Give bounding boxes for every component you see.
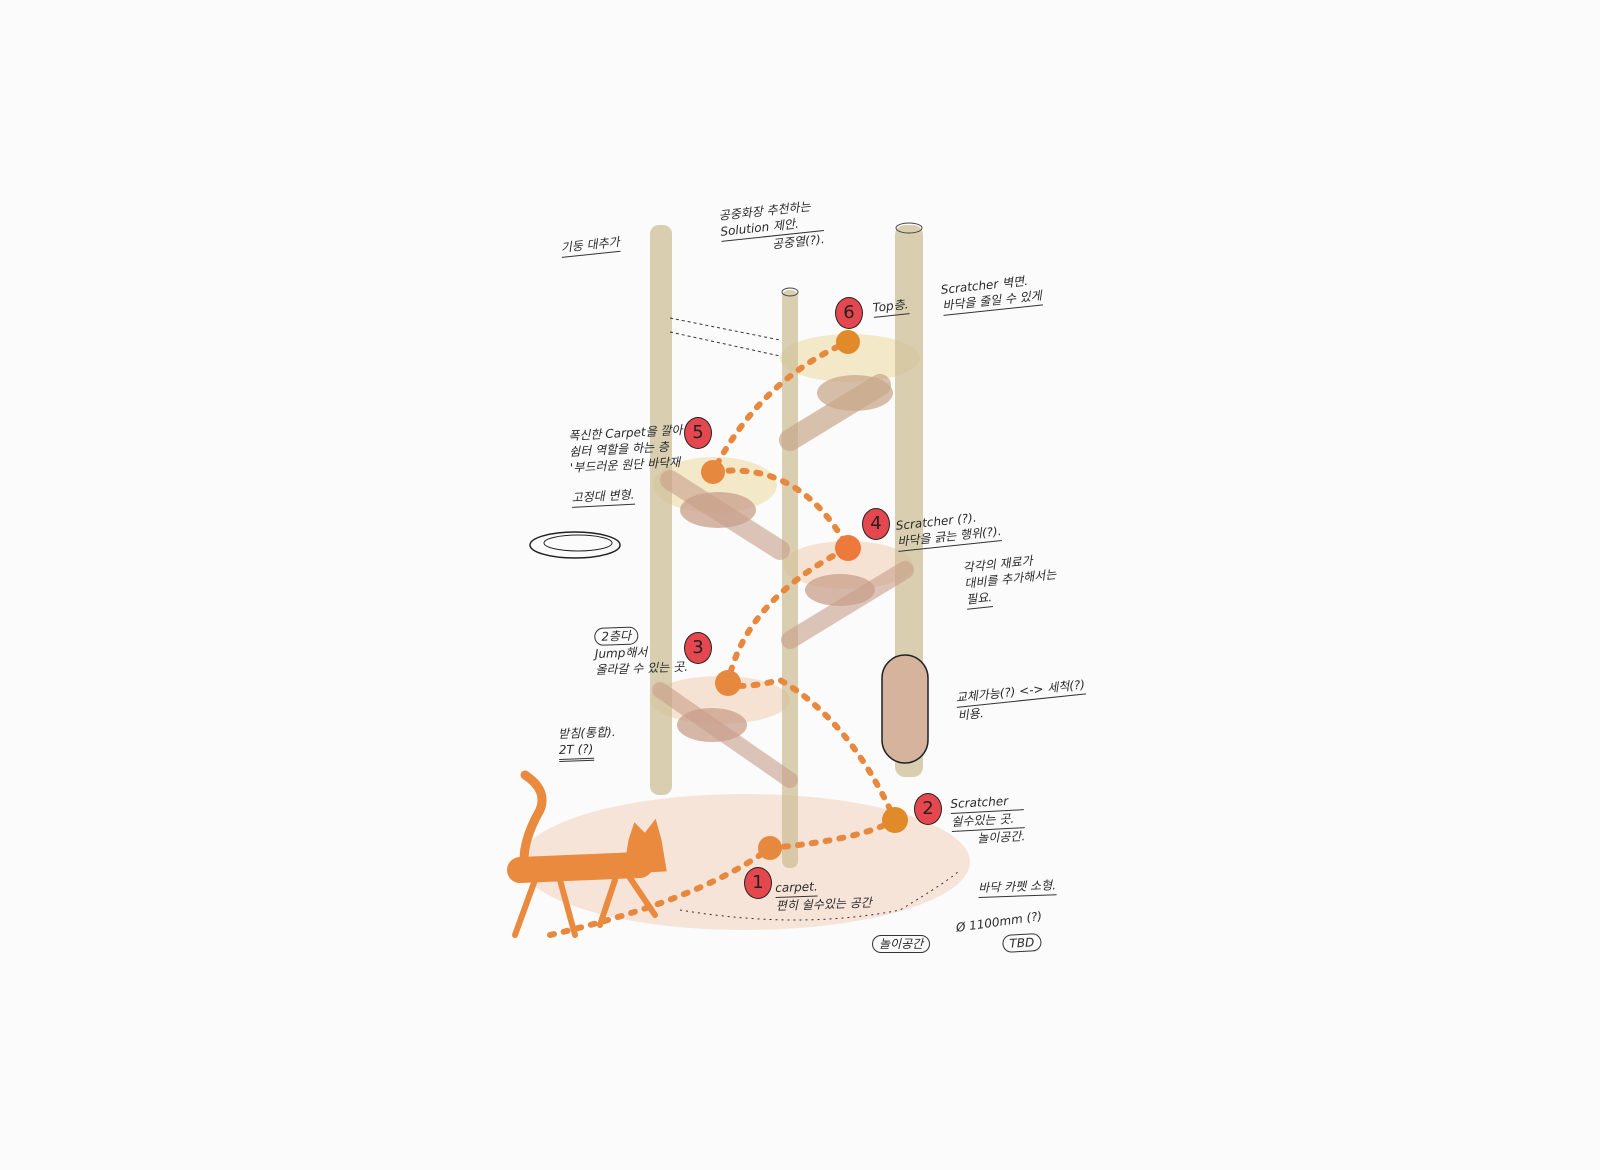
note-top-center: 공중화장 추천하는 Solution 제안. 공중열(?). — [718, 197, 825, 257]
brace-5 — [660, 470, 790, 560]
path-stop-4 — [835, 535, 861, 561]
note-material: 각각의 재료가 대비를 추가해서는 필요. — [962, 550, 1059, 610]
post-right — [895, 225, 923, 777]
path-stop-1 — [758, 836, 782, 860]
ring-sketch — [529, 531, 621, 559]
cat-icon — [507, 770, 667, 938]
path-stop-2 — [882, 807, 908, 833]
dotted-base-outline — [679, 869, 961, 921]
ring-sketch-inner — [543, 534, 613, 552]
note-line: 필요. — [965, 589, 993, 610]
brace-4 — [781, 561, 914, 649]
note-marker-3: 2층다 Jump해서 올라갈 수 있는 곳. — [594, 625, 688, 678]
marker-3: 3 — [684, 632, 712, 664]
note-tbd: TBD — [1002, 932, 1042, 953]
note-marker-5: 폭신한 Carpet을 깔아 쉼터 역할을 하는 층 '부드러운 원단 바닥재 … — [568, 422, 686, 508]
path-stop-3 — [715, 670, 741, 696]
post-left — [650, 225, 672, 795]
path-stop-6 — [836, 330, 860, 354]
note-line: 편히 쉴수있는 공간 — [775, 895, 873, 913]
marker-2: 2 — [914, 793, 942, 825]
note-play-space: 놀이공간 — [872, 935, 931, 953]
note-line: 올라갈 수 있는 곳. — [595, 659, 689, 677]
platform-top-halo — [780, 334, 920, 382]
note-marker-1: carpet. 편히 쉴수있는 공간 — [775, 877, 872, 914]
brace-top — [779, 374, 891, 451]
marker-6: 6 — [835, 297, 863, 329]
brace-3 — [652, 682, 798, 788]
note-line: carpet. — [775, 878, 819, 898]
post-middle-top — [781, 287, 799, 297]
path-stop-5 — [701, 460, 725, 484]
note-top-floor: Top층. — [872, 296, 910, 318]
note-line: 고정대 변형. — [571, 486, 635, 508]
note-tag: 2층다 — [594, 626, 639, 646]
marker-5: 5 — [684, 417, 712, 449]
marker-4: 4 — [862, 508, 890, 540]
note-line: 받침(통합). — [558, 724, 616, 741]
marker-1: 1 — [744, 867, 772, 899]
scratcher-pad — [881, 654, 929, 764]
note-base-support: 받침(통합). 2T (?) — [558, 724, 617, 762]
post-right-top — [895, 222, 923, 234]
note-marker-2: Scratcher 쉴수있는 곳. 놀이공간. — [950, 792, 1026, 848]
note-line: 2T (?) — [558, 740, 594, 762]
dashed-connector — [669, 317, 781, 357]
note-base-carpet: 바닥 카펫 소형. — [978, 877, 1057, 898]
